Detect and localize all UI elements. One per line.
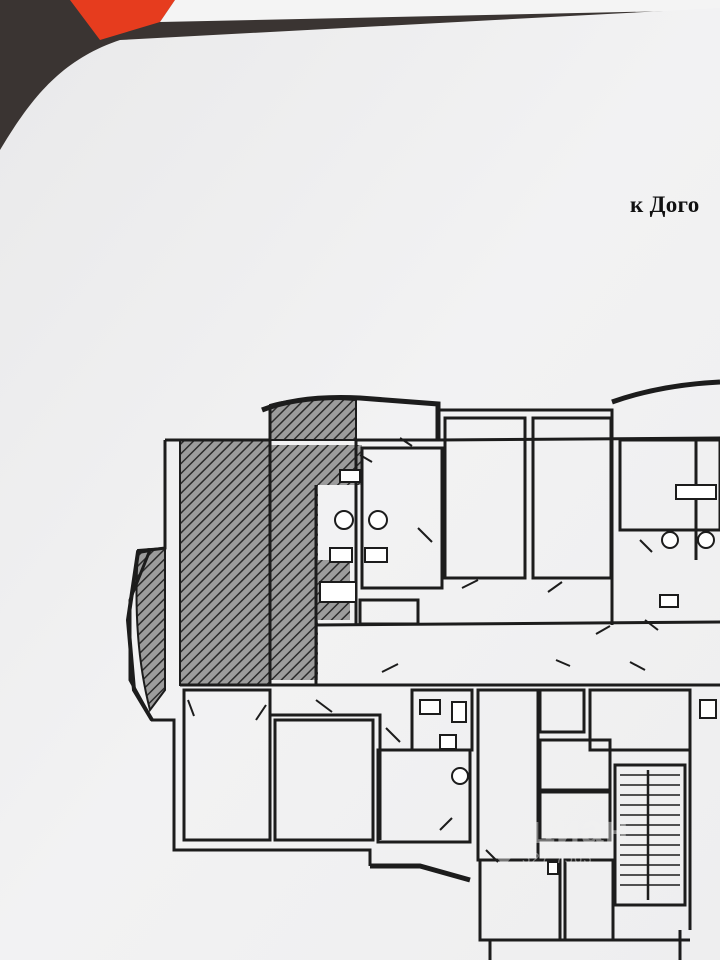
wall-top-right-curve [611,379,720,405]
wall-h-4 [437,436,720,442]
wall-lower-3 [270,713,382,840]
wall-bay-outer [125,548,154,722]
room-lower-1 [182,688,272,842]
room-elevator-3 [538,790,612,842]
document-heading: к Дого [630,192,700,217]
room-bath-2 [358,598,420,626]
white-box [160,0,720,22]
stair-treads [620,770,680,900]
wall-lower-bay [370,863,471,883]
room-elevator-1 [538,688,586,734]
room-upper-1 [443,416,527,580]
room-lower-2 [273,718,375,842]
room-upper-4 [618,438,720,532]
red-object [70,0,175,40]
room-elevator-2 [538,738,612,792]
wall-top-curve [261,395,441,440]
door-marks [187,437,659,863]
room-bath-1 [360,446,444,590]
room-stairs [613,763,687,907]
balcony-left [179,439,271,686]
bay-window-left [135,546,166,713]
plumbing-fixtures [319,469,717,875]
